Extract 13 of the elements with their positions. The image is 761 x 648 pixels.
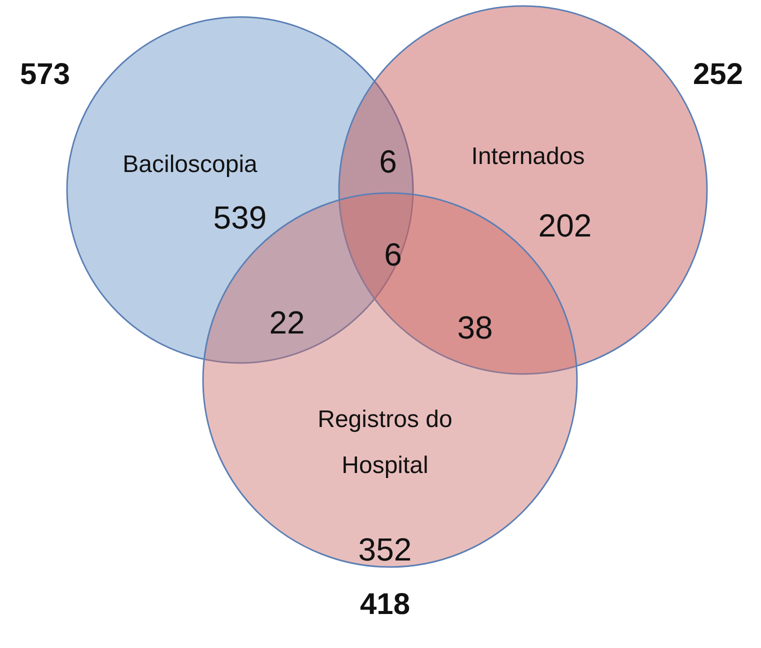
set-name: Registros do Hospital: [316, 405, 454, 481]
region-count: 6: [379, 144, 397, 180]
region-count: 38: [457, 310, 493, 346]
region-count: 6: [384, 236, 402, 274]
set-name: Internados: [471, 143, 585, 171]
set-total: 252: [692, 58, 744, 92]
set-name: Baciloscopia: [122, 151, 258, 179]
region-count: 539: [213, 200, 267, 236]
set-total: 573: [20, 58, 70, 92]
set-total: 418: [360, 588, 410, 622]
region-count: 22: [269, 304, 305, 342]
region-count: 202: [538, 208, 592, 244]
region-count: 352: [358, 532, 412, 568]
